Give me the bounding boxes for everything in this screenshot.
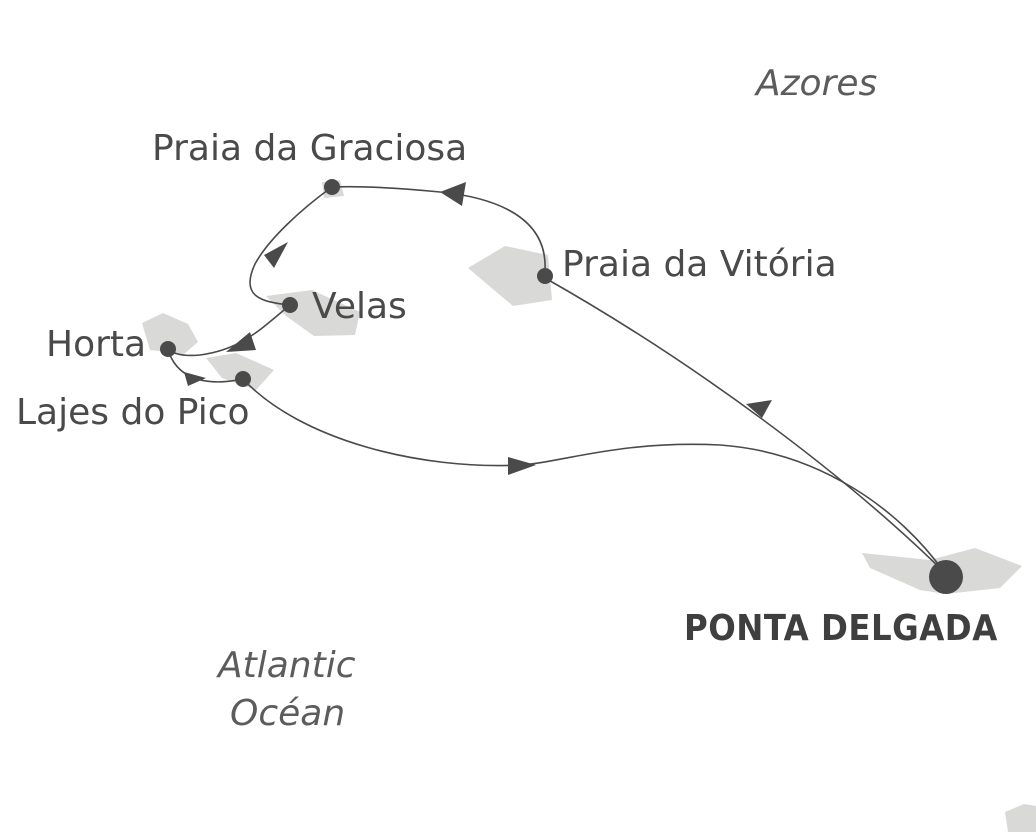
- route-ponta-delgada-to-praia-da-vitoria: [544, 277, 945, 573]
- port-label-velas: Velas: [312, 286, 407, 327]
- arrow-icon: [440, 182, 466, 206]
- island-faial: [142, 313, 198, 354]
- marker-praia-da-vitoria: [537, 268, 553, 284]
- port-label-praia-da-vitoria: Praia da Vitória: [562, 244, 837, 285]
- port-label-lajes-do-pico: Lajes do Pico: [16, 392, 250, 433]
- marker-lajes-do-pico: [235, 371, 251, 387]
- arrow-icon: [184, 372, 206, 386]
- region-label-ocean-line2: Océan: [230, 693, 346, 734]
- port-label-ponta-delgada: PONTA DELGADA: [684, 608, 998, 649]
- arrow-icon: [264, 242, 288, 268]
- port-label-praia-da-graciosa: Praia da Graciosa: [152, 128, 468, 169]
- island-pico: [206, 353, 274, 390]
- route-arrows: [184, 182, 772, 475]
- island-santa-maria: [1005, 804, 1036, 832]
- port-markers: [160, 179, 963, 594]
- arrow-icon: [226, 332, 256, 352]
- region-label-azores: Azores: [756, 63, 878, 104]
- route-praia-da-graciosa-to-velas: [249, 186, 333, 306]
- marker-ponta-delgada: [929, 560, 963, 594]
- route-lajes-do-pico-to-ponta-delgada: [242, 378, 945, 573]
- marker-horta: [160, 341, 176, 357]
- region-label-ocean: Atlantic Océan: [218, 642, 356, 738]
- marker-velas: [282, 297, 298, 313]
- island-terceira: [468, 246, 552, 306]
- marker-praia-da-graciosa: [324, 179, 340, 195]
- region-label-ocean-line1: Atlantic: [218, 645, 356, 686]
- port-label-horta: Horta: [46, 324, 147, 365]
- arrow-icon: [746, 400, 772, 418]
- arrow-icon: [508, 457, 536, 475]
